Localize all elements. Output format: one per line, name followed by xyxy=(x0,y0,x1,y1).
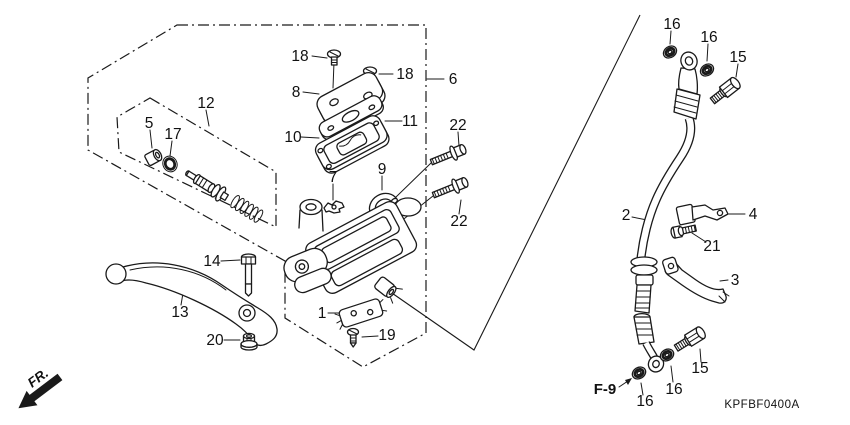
part-11-set-plate xyxy=(318,95,384,141)
part-7-clip xyxy=(323,200,345,214)
callout-20: 20 xyxy=(206,332,224,349)
section-divider-lines xyxy=(388,14,641,351)
part-12-piston xyxy=(185,170,230,202)
callout-16-a: 16 xyxy=(663,16,680,33)
part-1-switch-bracket xyxy=(334,298,388,330)
diagram-code: KPFBF0400A xyxy=(724,399,799,411)
callout-6: 6 xyxy=(449,71,458,88)
callout-11: 11 xyxy=(402,113,418,130)
callout-12: 12 xyxy=(197,95,214,112)
callout-15-a: 15 xyxy=(729,49,746,66)
callout-18-b: 18 xyxy=(396,66,413,83)
part-21-clamp-bolt xyxy=(670,224,697,239)
callout-7: 7 xyxy=(329,169,338,186)
part-10-diaphragm xyxy=(314,115,390,174)
part-3-stay xyxy=(662,256,730,304)
callout-22-b: 22 xyxy=(450,213,467,230)
part-16-washer-top-right xyxy=(699,63,715,77)
part-17-circlip xyxy=(162,155,178,173)
part-18-cap-screw-left xyxy=(326,49,342,66)
callout-5: 5 xyxy=(145,115,154,132)
callout-16-c: 16 xyxy=(665,381,682,398)
part-20-lever-nut xyxy=(240,332,258,351)
callout-19: 19 xyxy=(378,327,395,344)
callout-1: 1 xyxy=(318,305,327,322)
piston-kit-12-boundary xyxy=(116,97,277,228)
master-cylinder-body xyxy=(283,197,422,304)
reference-f9-label: F-9 xyxy=(594,381,617,398)
part-15-oil-bolt-bottom xyxy=(673,326,706,352)
callout-22-a: 22 xyxy=(449,117,466,134)
callout-8: 8 xyxy=(292,84,301,101)
part-12-spring xyxy=(230,194,264,223)
callout-21: 21 xyxy=(703,238,720,255)
part-15-oil-bolt-top xyxy=(709,76,741,105)
part-22-bolt-lower xyxy=(431,176,469,199)
callout-10: 10 xyxy=(284,129,302,146)
leader-lines xyxy=(149,30,746,396)
callout-14: 14 xyxy=(203,253,221,270)
callout-16-d: 16 xyxy=(636,393,653,410)
callout-4: 4 xyxy=(749,206,758,223)
callout-16-b: 16 xyxy=(700,29,717,46)
callout-17: 17 xyxy=(164,126,181,143)
part-19-switch-screw xyxy=(346,327,360,348)
part-16-washer-bottom-right xyxy=(659,348,675,362)
callout-13: 13 xyxy=(171,304,188,321)
callout-labels: 18 18 8 12 11 10 5 17 6 22 22 7 9 14 13 … xyxy=(145,16,799,411)
part-4-hose-clamp xyxy=(675,203,729,226)
part-16-washer-bottom-left xyxy=(631,366,647,380)
part-13-brake-lever xyxy=(105,262,278,347)
callout-9: 9 xyxy=(378,161,387,178)
part-16-washer-top-left xyxy=(662,45,678,59)
part-2-brake-hose xyxy=(630,51,701,373)
callout-2: 2 xyxy=(622,207,631,224)
callout-15-b: 15 xyxy=(691,360,708,377)
fr-direction-arrow: FR. xyxy=(18,365,63,409)
f9-reference-arrow xyxy=(618,378,632,388)
callout-18-a: 18 xyxy=(291,48,308,65)
part-14-lever-bolt xyxy=(240,253,257,297)
callout-3: 3 xyxy=(731,272,740,289)
part-22-bolt-upper xyxy=(429,143,467,166)
assembly-6-boundary xyxy=(87,24,427,368)
part-5-boot xyxy=(144,148,163,166)
